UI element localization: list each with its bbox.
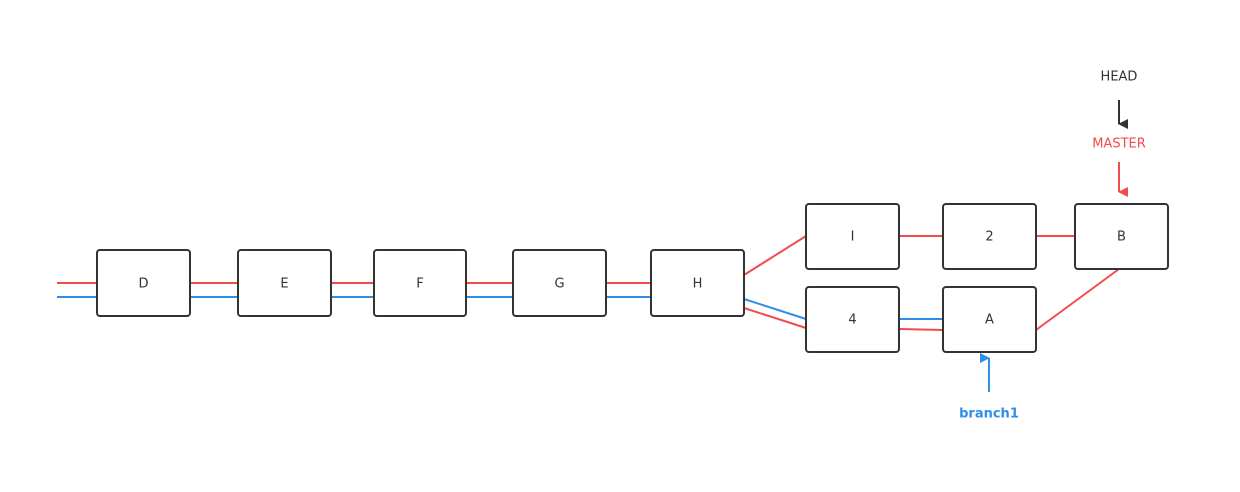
commit-2: 2 bbox=[942, 203, 1037, 270]
commit-f: F bbox=[373, 249, 467, 317]
commit-e: E bbox=[237, 249, 332, 317]
edge-master-h-4 bbox=[743, 307, 807, 329]
head-label: HEAD bbox=[1101, 70, 1138, 85]
commit-2-label: 2 bbox=[985, 230, 993, 245]
commit-d: D bbox=[96, 249, 191, 317]
commit-4: 4 bbox=[805, 286, 900, 353]
edge-branch1-h-4 bbox=[743, 298, 807, 320]
commit-i-label: I bbox=[851, 230, 855, 245]
branch1-edges bbox=[57, 296, 943, 320]
branch1-label: branch1 bbox=[959, 407, 1019, 422]
commit-g-label: G bbox=[554, 277, 564, 292]
commit-4-label: 4 bbox=[848, 313, 856, 328]
commit-i: I bbox=[805, 203, 900, 270]
edge-master-a-b bbox=[1035, 268, 1120, 331]
edge-master-h-i bbox=[743, 235, 807, 276]
commit-h: H bbox=[650, 249, 745, 317]
commit-h-label: H bbox=[693, 277, 703, 292]
master-edges bbox=[57, 235, 1120, 331]
master-label: MASTER bbox=[1092, 137, 1146, 152]
commit-b: B bbox=[1074, 203, 1169, 270]
commit-d-label: D bbox=[138, 277, 148, 292]
commit-e-label: E bbox=[280, 277, 288, 292]
edge-master-4-a bbox=[898, 328, 944, 331]
commit-f-label: F bbox=[416, 277, 423, 292]
commit-a-label: A bbox=[985, 313, 994, 328]
commit-a: A bbox=[942, 286, 1037, 353]
commit-b-label: B bbox=[1117, 230, 1126, 245]
commit-g: G bbox=[512, 249, 607, 317]
